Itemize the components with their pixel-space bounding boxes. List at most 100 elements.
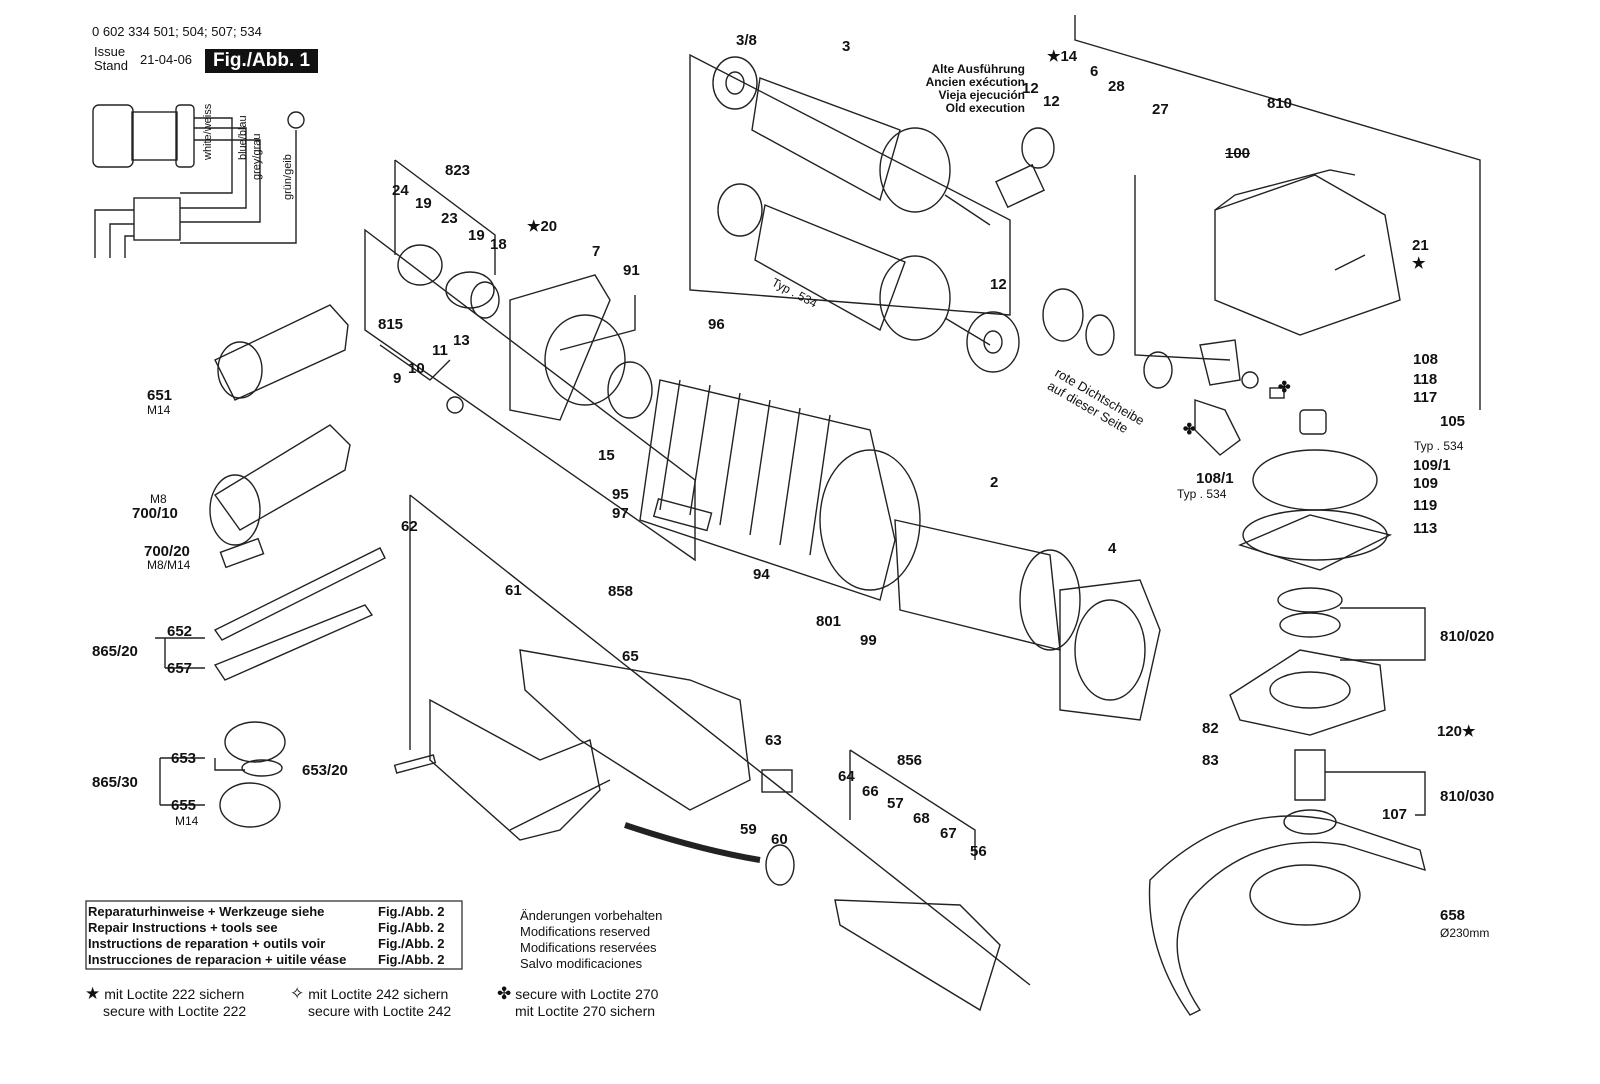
- ring-810-020-a: [1277, 587, 1343, 613]
- repair-row-text: Instructions de reparation + outils voir: [88, 936, 326, 951]
- gear-housing-top: [1214, 169, 1356, 211]
- loctite-222-line2: secure with Loctite 222: [103, 1003, 247, 1019]
- housing-arrow: [1334, 254, 1366, 271]
- armature-top-commutator: [879, 127, 951, 213]
- frame-815: [379, 344, 451, 381]
- loctite-222-note: ★mit Loctite 222 sichern secure with Loc…: [85, 985, 246, 1020]
- wire-label-white: white/weiss: [202, 103, 214, 160]
- part-numbers: 0 602 334 501; 504; 507; 534: [92, 24, 262, 39]
- repair-row-ref: Fig./Abb. 2: [378, 904, 445, 919]
- part-label-18: 18: [490, 236, 507, 253]
- cable-59: [624, 822, 761, 863]
- part-label-24: 24: [392, 182, 409, 199]
- spindle-810-030: [1294, 749, 1326, 801]
- part-label-856: 856: [897, 752, 923, 769]
- spacer-old: [995, 163, 1045, 209]
- part-label-20: ★20: [527, 217, 557, 235]
- handle-651-cap: [217, 341, 263, 399]
- ground-815: [446, 396, 464, 414]
- figure-badge: Fig./Abb. 1: [205, 49, 319, 73]
- typ-534-a: Typ . 534: [1414, 439, 1464, 453]
- grommet-60: [765, 844, 795, 886]
- guard-658: [1148, 815, 1426, 1016]
- ring-15: [607, 361, 653, 419]
- part-label-109-1: 109/1: [1413, 457, 1451, 474]
- part-label-100: 100: [1225, 145, 1251, 162]
- part-label-3: 3: [842, 38, 851, 55]
- part-label-99: 99: [860, 632, 877, 649]
- repair-table-border: [85, 900, 463, 970]
- repair-row-ref: Fig./Abb. 2: [378, 920, 445, 935]
- switch-middle: [131, 111, 178, 161]
- modifications-de: Änderungen vorbehalten: [520, 908, 663, 923]
- issue-text: Issue: [94, 44, 126, 59]
- sparkle-icon: ✧: [290, 984, 305, 1003]
- wire-label-grey: grey/grau: [251, 133, 263, 180]
- part-label-801: 801: [816, 613, 842, 630]
- ring-810-020-b: [1279, 612, 1341, 638]
- star-icon: ★: [527, 218, 541, 235]
- part-label-120: 120★: [1437, 722, 1475, 740]
- modifications-fr: Modifications reservées: [520, 940, 657, 955]
- frame-27: [1134, 175, 1231, 361]
- housing-frame: [1074, 15, 1481, 410]
- part-label-4: 4: [1108, 540, 1117, 557]
- part-label-64: 64: [838, 768, 855, 785]
- club-icon: ✤: [1278, 379, 1291, 396]
- part-label-657: 657: [167, 660, 193, 677]
- part-label-810-020: 810/020: [1440, 628, 1495, 645]
- part-label-83: 83: [1202, 752, 1219, 769]
- field-coil-2: [894, 519, 1061, 651]
- part-label-10: 10: [408, 360, 425, 377]
- bracket-810-030: [1325, 771, 1426, 816]
- part-label-15: 15: [598, 447, 615, 464]
- part-label-118: 118: [1413, 371, 1438, 388]
- screw-61: [509, 779, 611, 831]
- washer-27: [1143, 351, 1173, 389]
- part-label-12c: 12: [990, 276, 1007, 293]
- repair-row-text: Reparaturhinweise + Werkzeuge siehe: [88, 904, 325, 919]
- loctite-222-line1: mit Loctite 222 sichern: [104, 986, 245, 1002]
- part-label-59: 59: [740, 821, 757, 838]
- frame-856: [849, 749, 976, 860]
- part-label-67: 67: [940, 825, 957, 842]
- bearing-flange: [1229, 649, 1386, 736]
- typ-534-b: Typ . 534: [1177, 487, 1227, 501]
- bearing-14: [1042, 288, 1084, 342]
- repair-row: Reparaturhinweise + Werkzeuge siehe Fig./…: [88, 904, 444, 920]
- part-label-19b: 19: [468, 227, 485, 244]
- issue-label: Issue Stand: [94, 45, 128, 73]
- old-execution-fr: Ancien exécution: [925, 75, 1025, 89]
- modifications-es: Salvo modificaciones: [520, 956, 643, 971]
- armature-top-body: [751, 77, 901, 202]
- part-label-14-text: 14: [1060, 48, 1078, 65]
- part-label-6: 6: [1090, 63, 1099, 80]
- part-label-27: 27: [1152, 101, 1169, 118]
- terminal-block: [133, 197, 181, 241]
- plate-95: [652, 498, 713, 532]
- plate-113: [1237, 514, 1393, 571]
- guard-clamp: [1249, 864, 1361, 926]
- spanner-657: [213, 604, 374, 681]
- part-label-62: 62: [401, 518, 418, 535]
- bevel-gear-109: [1252, 449, 1378, 511]
- armature-bottom-body: [754, 204, 906, 332]
- part-label-858: 858: [608, 583, 634, 600]
- part-label-653: 653: [171, 750, 197, 767]
- wire-label-blue: blue/blau: [237, 115, 249, 160]
- repair-row-ref: Fig./Abb. 2: [378, 936, 445, 951]
- part-label-3-8: 3/8: [736, 32, 757, 49]
- part-label-28: 28: [1108, 78, 1125, 95]
- part-label-23: 23: [441, 210, 458, 227]
- pin-wrench-652: [213, 547, 386, 641]
- washer-12: [966, 311, 1020, 373]
- part-label-11: 11: [432, 342, 448, 359]
- star-icon: ★: [1462, 723, 1476, 740]
- old-execution-en: Old execution: [945, 101, 1025, 115]
- part-label-810-030: 810/030: [1440, 788, 1495, 805]
- part-label-108-1: 108/1: [1196, 470, 1234, 487]
- part-label-823: 823: [445, 162, 471, 179]
- switch-end: [175, 104, 195, 168]
- part-label-2: 2: [990, 474, 999, 491]
- thread-m8: M8: [150, 492, 167, 506]
